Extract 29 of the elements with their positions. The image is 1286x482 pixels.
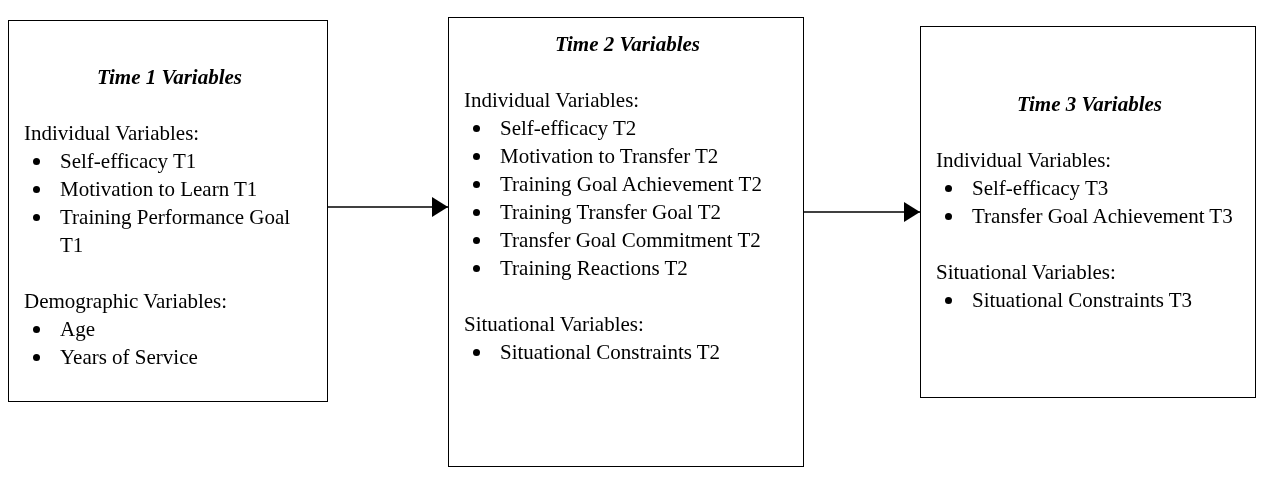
- box-heading: Time 3 Variables: [1015, 91, 1164, 118]
- section-heading: Individual Variables:: [936, 147, 1113, 174]
- list-item: Situational Constraints T2: [500, 339, 721, 366]
- list-item: Self-efficacy T3: [972, 175, 1109, 202]
- list-item: Self-efficacy T2: [500, 115, 637, 142]
- list-item: Motivation to Learn T1: [60, 176, 258, 203]
- variables-box: [448, 17, 804, 467]
- list-item: Training Goal Achievement T2: [500, 171, 762, 198]
- box-heading: Time 2 Variables: [553, 31, 702, 58]
- list-item: Training Performance Goal T1: [60, 204, 292, 259]
- section-heading: Individual Variables:: [464, 87, 641, 114]
- list-item: Training Reactions T2: [500, 255, 688, 282]
- list-item: Training Transfer Goal T2: [500, 199, 722, 226]
- arrow: [803, 202, 921, 222]
- list-item: Age: [60, 316, 95, 343]
- section-heading: Situational Variables:: [464, 311, 645, 338]
- list-item: Situational Constraints T3: [972, 287, 1193, 314]
- section-heading: Individual Variables:: [24, 120, 201, 147]
- arrow: [327, 197, 449, 217]
- list-item: Transfer Goal Achievement T3: [972, 203, 1233, 230]
- list-item: Motivation to Transfer T2: [500, 143, 719, 170]
- variables-box: [920, 26, 1256, 398]
- list-item: Self-efficacy T1: [60, 148, 197, 175]
- box-heading: Time 1 Variables: [95, 64, 244, 91]
- section-heading: Situational Variables:: [936, 259, 1117, 286]
- variables-box: [8, 20, 328, 402]
- list-item: Years of Service: [60, 344, 198, 371]
- section-heading: Demographic Variables:: [24, 288, 229, 315]
- list-item: Transfer Goal Commitment T2: [500, 227, 761, 254]
